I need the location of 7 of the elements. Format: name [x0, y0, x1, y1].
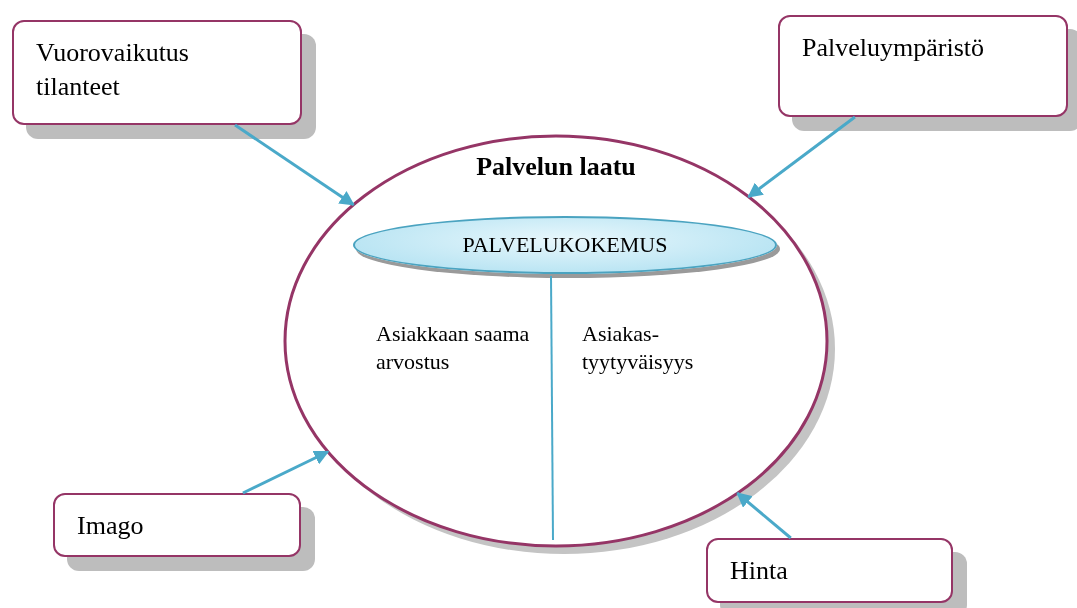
arrow	[234, 123, 355, 206]
heading: Palvelun laatu	[475, 152, 637, 182]
text-label: Asiakas- tyytyväisyys	[582, 320, 695, 376]
arrow	[747, 115, 856, 198]
text-label: Asiakkaan saama arvostus	[376, 320, 531, 376]
arrow	[736, 492, 792, 540]
arrow	[242, 450, 330, 495]
